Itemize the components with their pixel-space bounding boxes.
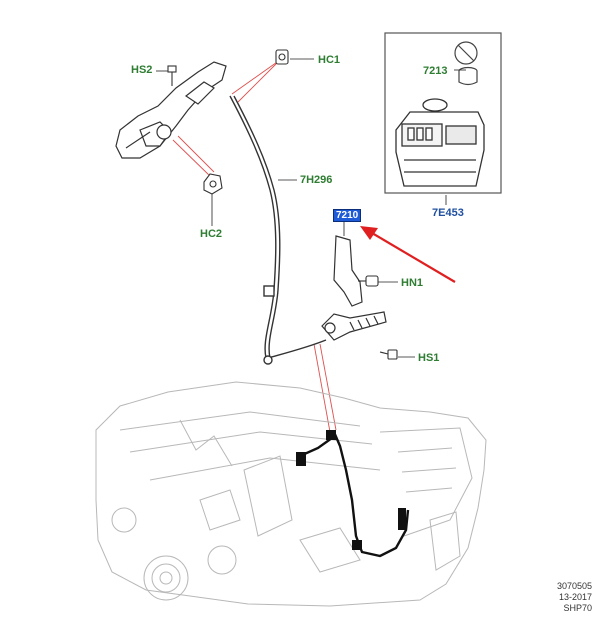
- bolt-hs2: [167, 65, 177, 86]
- leader-lines: [172, 59, 337, 433]
- reference-number: 3070505: [556, 581, 592, 591]
- inset-frame: [384, 32, 502, 194]
- label-hn1: HN1: [401, 277, 424, 289]
- label-7e453: 7E453: [432, 207, 464, 219]
- shifter-bracket: [115, 61, 227, 159]
- clip-hc1: [275, 49, 289, 65]
- label-7213: 7213: [423, 65, 448, 77]
- label-7h296: 7H296: [300, 174, 333, 186]
- label-hc2: HC2: [200, 228, 223, 240]
- bolt-hn1: [358, 275, 379, 287]
- clip-hc2: [203, 173, 223, 195]
- label-leaders: [156, 58, 466, 358]
- diagram-reference: 3070505 13-2017 SHP70: [557, 581, 592, 614]
- gear-selector-module: [395, 98, 485, 187]
- label-hs2: HS2: [131, 64, 153, 76]
- label-7210-highlighted: 7210: [333, 209, 362, 222]
- seal-ring-part: [454, 41, 478, 65]
- shift-cable: [229, 95, 327, 365]
- bolt-hs1: [379, 349, 398, 360]
- transmission-clips: [296, 430, 406, 550]
- shift-lever-end: [321, 311, 387, 341]
- reference-code: SHP70: [563, 603, 592, 613]
- reference-date: 13-2017: [558, 592, 592, 602]
- red-callout-arrow: [360, 226, 456, 283]
- selector-knob-part: [458, 66, 478, 86]
- cable-bracket-7210: [333, 235, 363, 307]
- engine-transmission: [95, 381, 487, 607]
- label-hs1: HS1: [418, 352, 440, 364]
- label-hc1: HC1: [318, 54, 341, 66]
- transmission-cable-bracket: [299, 431, 410, 558]
